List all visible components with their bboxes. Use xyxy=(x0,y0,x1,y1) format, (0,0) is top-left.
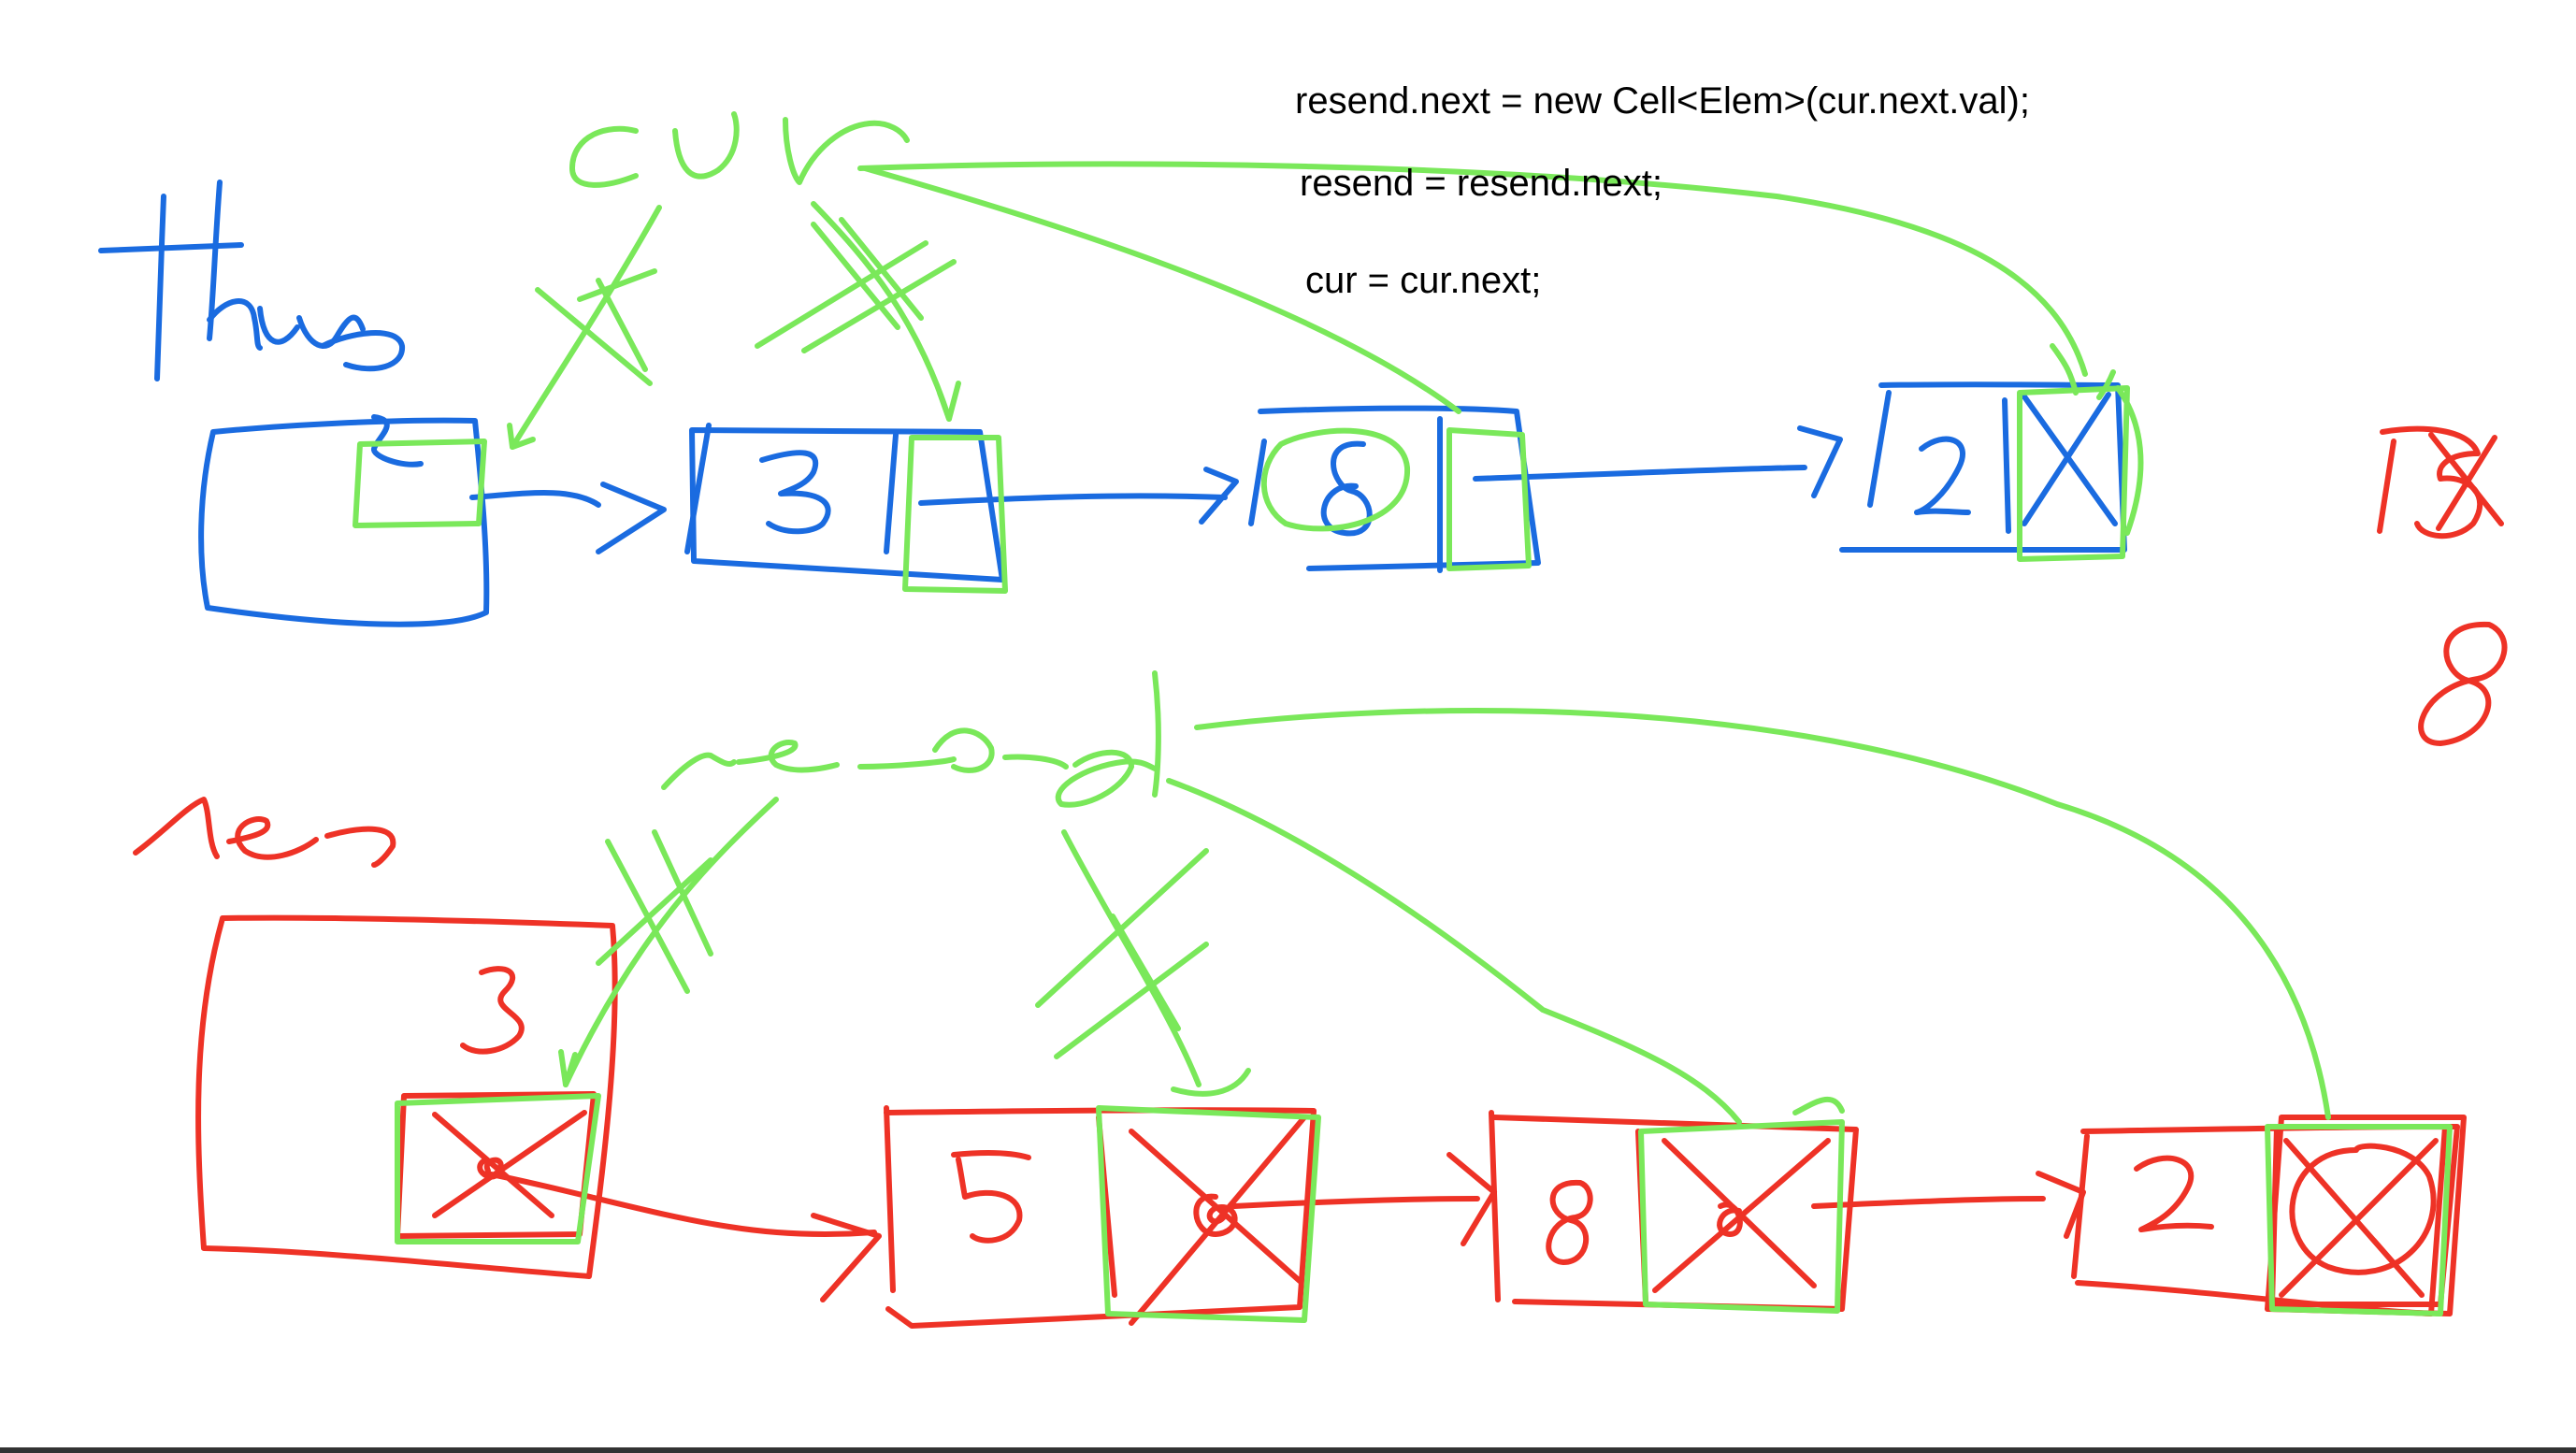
bottom-cell-3-value-2 xyxy=(2134,1155,2214,1232)
top-cell-1-value-5 xyxy=(759,450,831,535)
top-cell-3-value-2 xyxy=(1914,436,1971,515)
pointer-annotations xyxy=(353,111,2453,1323)
bottom-cell-3 xyxy=(2075,1124,2448,1316)
res-label xyxy=(133,797,396,868)
res-head-value-5 xyxy=(460,966,525,1055)
side-values xyxy=(2377,425,2508,746)
top-cell-2 xyxy=(1258,405,1541,571)
res-head-box xyxy=(195,914,618,1279)
code-line-cur-advance: cur = cur.next; xyxy=(1305,260,1542,301)
top-cell-2-value-8 xyxy=(1320,440,1373,537)
code-line-resend-advance: resend = resend.next; xyxy=(1300,163,1663,204)
bottom-cell-2 xyxy=(1491,1115,1859,1312)
this-arrow-1 xyxy=(469,490,601,508)
cur-label xyxy=(569,111,910,188)
top-cell-3 xyxy=(1839,381,2127,553)
bottom-cell-2-value-8 xyxy=(1546,1179,1593,1265)
this-list xyxy=(98,180,2127,627)
resend-label xyxy=(661,670,1161,808)
this-head-box xyxy=(198,417,490,627)
side-value-8 xyxy=(2418,621,2508,746)
side-value-5-crossed xyxy=(2377,425,2482,539)
top-cell-3-null-x xyxy=(2019,390,2118,526)
top-cell-1 xyxy=(689,427,1005,583)
code-line-resend-next: resend.next = new Cell<Elem>(cur.next.va… xyxy=(1295,80,2030,122)
res-list xyxy=(133,797,2467,1329)
this-label xyxy=(98,180,405,381)
bottom-cell-1-value-5 xyxy=(951,1150,1031,1244)
bottom-divider xyxy=(0,1447,2576,1453)
